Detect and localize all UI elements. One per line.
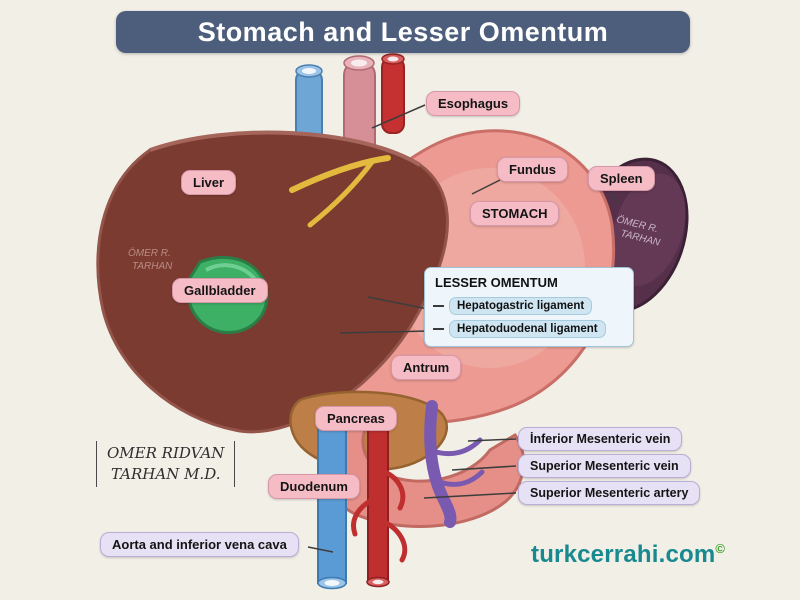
label-spleen: Spleen xyxy=(588,166,655,191)
copyright-symbol: © xyxy=(715,541,726,556)
esophagus-lumen xyxy=(351,59,367,67)
leader-line-hepatogastric xyxy=(367,296,429,310)
lesser-omentum-item: Hepatoduodenal ligament xyxy=(433,320,625,338)
ligament-band-1 xyxy=(289,155,391,193)
label-liver: Liver xyxy=(181,170,237,195)
aorta-branch-3 xyxy=(377,517,408,563)
label-antrum: Antrum xyxy=(391,355,462,380)
label-superior-mesenteric-vein: Superior Mesenteric vein xyxy=(518,454,691,478)
diagram-title: Stomach and Lesser Omentum xyxy=(116,11,690,53)
mesenteric-vein-branch-1 xyxy=(433,437,483,457)
aorta-branch-2 xyxy=(351,495,379,537)
leader-line-spleen xyxy=(611,192,619,206)
label-gallbladder: Gallbladder xyxy=(172,278,268,303)
label-aorta-and-ivc: Aorta and inferior vena cava xyxy=(100,532,299,557)
ligament-band-2 xyxy=(307,159,375,228)
item-dash-icon xyxy=(433,305,444,307)
lesser-omentum-header: LESSER OMENTUM xyxy=(435,275,558,290)
abdominal-vessels xyxy=(317,400,485,590)
aorta-lumen xyxy=(372,579,384,585)
label-inferior-mesenteric-vein: İnferior Mesenteric vein xyxy=(518,427,683,451)
lesser-omentum-item: Hepatogastric ligament xyxy=(433,297,625,315)
leader-line-aorta xyxy=(307,546,334,553)
site-watermark: turkcerrahi.com© xyxy=(531,541,725,569)
liver-top-highlight xyxy=(149,130,422,167)
label-hepatogastric-ligament: Hepatogastric ligament xyxy=(449,297,593,315)
lesser-omentum-box: LESSER OMENTUM Hepatogastric ligament He… xyxy=(424,267,634,347)
label-superior-mesenteric-artery: Superior Mesenteric artery xyxy=(518,481,701,505)
spleen-highlight xyxy=(611,173,686,286)
mesenteric-vein-trunk xyxy=(424,400,457,528)
label-hepatoduodenal-ligament: Hepatoduodenal ligament xyxy=(449,320,606,338)
label-stomach: STOMACH xyxy=(470,201,560,226)
artist-signature: OMER RIDVAN TARHAN M.D. xyxy=(96,441,236,487)
aorta-branch-1 xyxy=(377,467,406,511)
red-tube-lumen xyxy=(387,56,399,62)
label-esophagus: Esophagus xyxy=(426,91,521,116)
signature-line2: TARHAN M.D. xyxy=(110,465,221,483)
leader-line-esophagus xyxy=(371,104,426,129)
mesenteric-vein-branch-2 xyxy=(437,469,485,487)
leader-lines xyxy=(307,104,619,553)
liver-watermark-line2: TARHAN xyxy=(132,261,173,272)
liver-watermark-line1: ÖMER R. xyxy=(128,247,171,259)
blue-tube-lumen xyxy=(302,68,316,74)
falciform-ligament xyxy=(289,155,391,228)
item-dash-icon xyxy=(433,328,444,330)
ivc-lumen xyxy=(324,580,340,586)
inferior-vena-cava-tube xyxy=(317,419,347,584)
label-pancreas: Pancreas xyxy=(315,406,397,431)
label-fundus: Fundus xyxy=(497,157,568,182)
leader-line-inferior-mesenteric-vein xyxy=(467,438,517,442)
leader-line-fundus xyxy=(471,179,501,195)
leader-line-superior-mesenteric-vein xyxy=(451,465,517,471)
label-duodenum: Duodenum xyxy=(268,474,360,499)
leader-line-superior-mesenteric-artery xyxy=(423,492,517,499)
signature-line1: OMER RIDVAN xyxy=(107,444,225,462)
site-name: turkcerrahi.com xyxy=(531,541,716,568)
leader-line-hepatoduodenal xyxy=(339,330,429,334)
